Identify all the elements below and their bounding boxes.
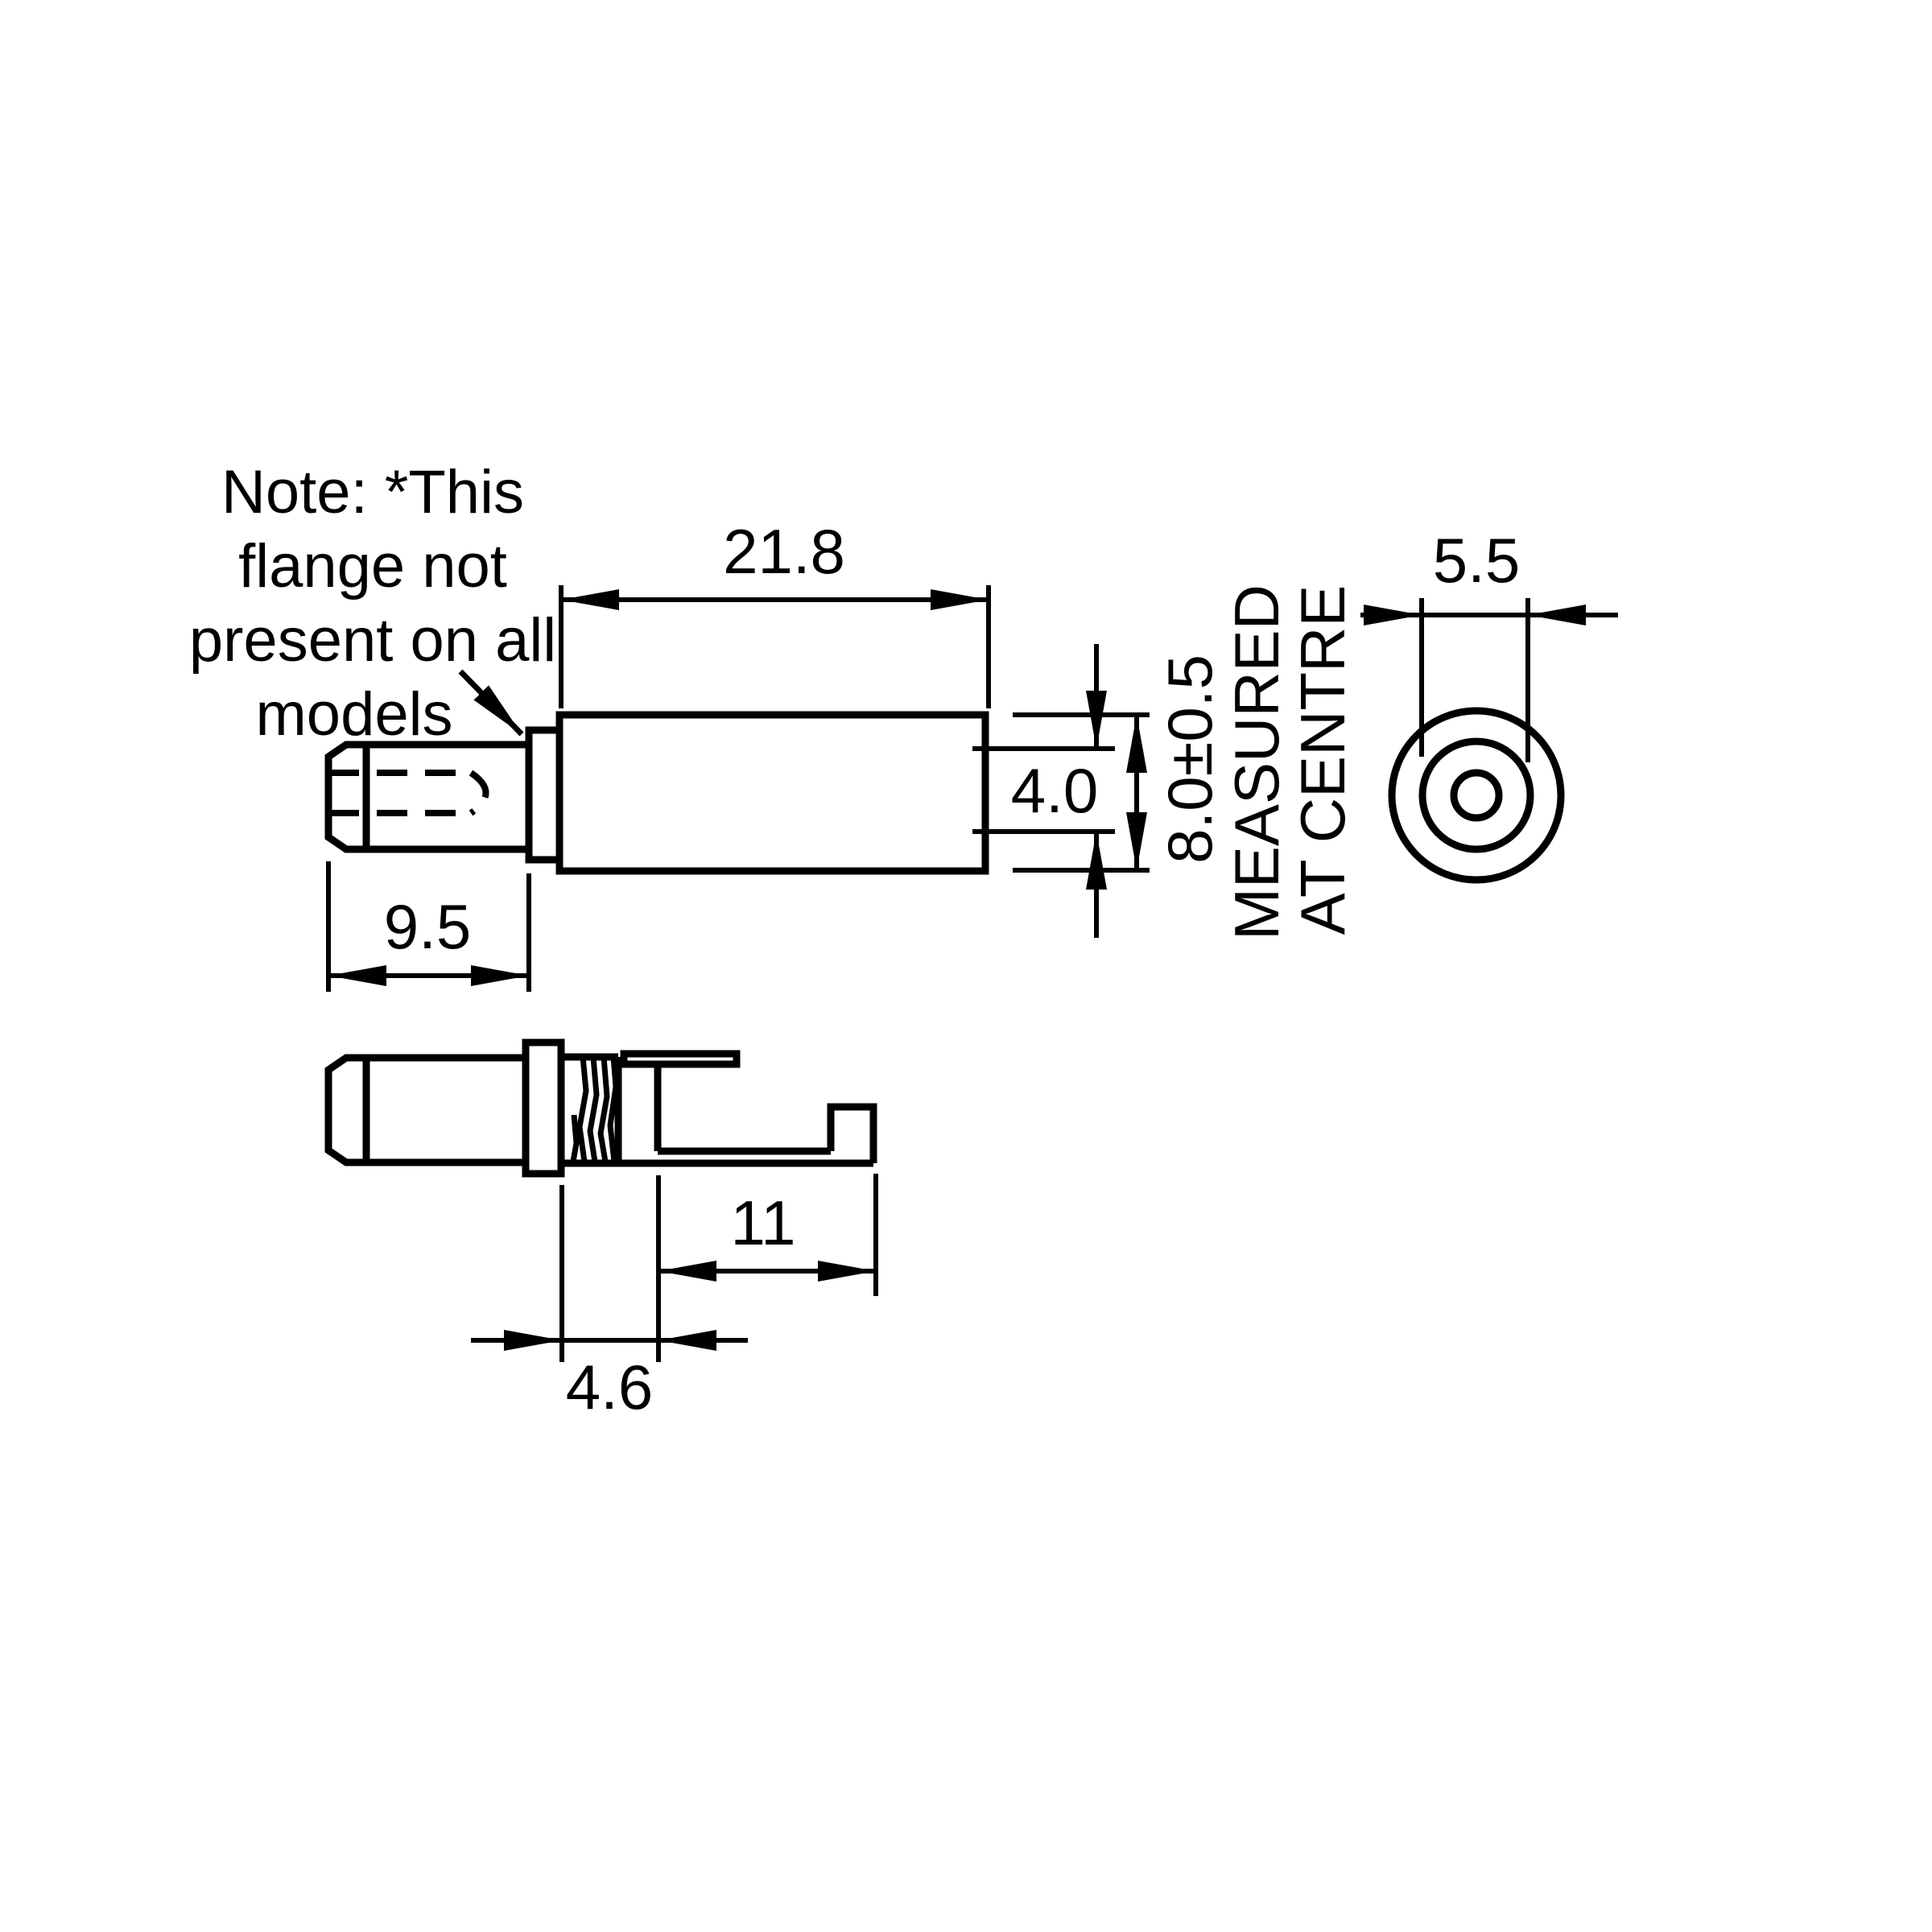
side-view: [324, 711, 989, 875]
knurl-line-4: [597, 1056, 610, 1162]
dim-body-diameter-note-line1: MEASURED: [1221, 584, 1292, 940]
note-line-4: models: [256, 680, 453, 749]
end-view: [1388, 707, 1565, 884]
dim-sleeve-diameter: 5.5: [1360, 525, 1618, 762]
note-line-3: present on all: [189, 606, 556, 675]
lug-hook: [827, 1103, 877, 1163]
pin-view-barrel-outline: [324, 1054, 530, 1166]
end-view-outer-circle: [1388, 707, 1565, 884]
note-leader-arrow: [458, 669, 524, 737]
dim-knurl-length: 4.6: [471, 1175, 748, 1422]
dim-tip-diameter: 4.0: [972, 644, 1115, 938]
note-line-1: Note: *This: [221, 458, 524, 526]
end-view-sleeve-circle: [1418, 737, 1534, 853]
note-block: Note: *This flange not present on all mo…: [189, 458, 556, 749]
plug-body: [555, 711, 989, 875]
dim-tip-length-label: 9.5: [384, 891, 471, 962]
tip-hole-hidden-cap: [469, 770, 489, 816]
pin-view: [324, 1038, 877, 1178]
dim-lug-length-label: 11: [731, 1187, 796, 1258]
dim-sleeve-diameter-label: 5.5: [1433, 525, 1520, 596]
knurl-line-3: [587, 1056, 600, 1162]
note-line-2: flange not: [238, 532, 507, 601]
dim-lug-length: 11: [658, 1174, 878, 1296]
dim-body-length-label: 21.8: [723, 516, 845, 587]
flange: [525, 726, 564, 864]
dim-tip-length: 9.5: [326, 861, 531, 992]
knurl-line-2: [576, 1056, 589, 1162]
solder-tab: [620, 1050, 741, 1068]
dim-body-diameter-label: 8.0±0.5: [1154, 654, 1225, 864]
knurl-line-1: [570, 1114, 580, 1162]
dim-body-diameter-note-line2: AT CENTRE: [1287, 585, 1358, 935]
dim-tip-diameter-label: 4.0: [1011, 755, 1098, 826]
dim-body-length: 21.8: [559, 516, 991, 708]
tip-barrel-outline: [324, 741, 533, 853]
end-view-pin-hole-circle: [1450, 769, 1503, 822]
dim-body-diameter: 8.0±0.5 MEASURED AT CENTRE: [1013, 584, 1358, 940]
pin-view-flange: [522, 1038, 565, 1178]
dim-knurl-length-label: 4.6: [566, 1352, 653, 1422]
